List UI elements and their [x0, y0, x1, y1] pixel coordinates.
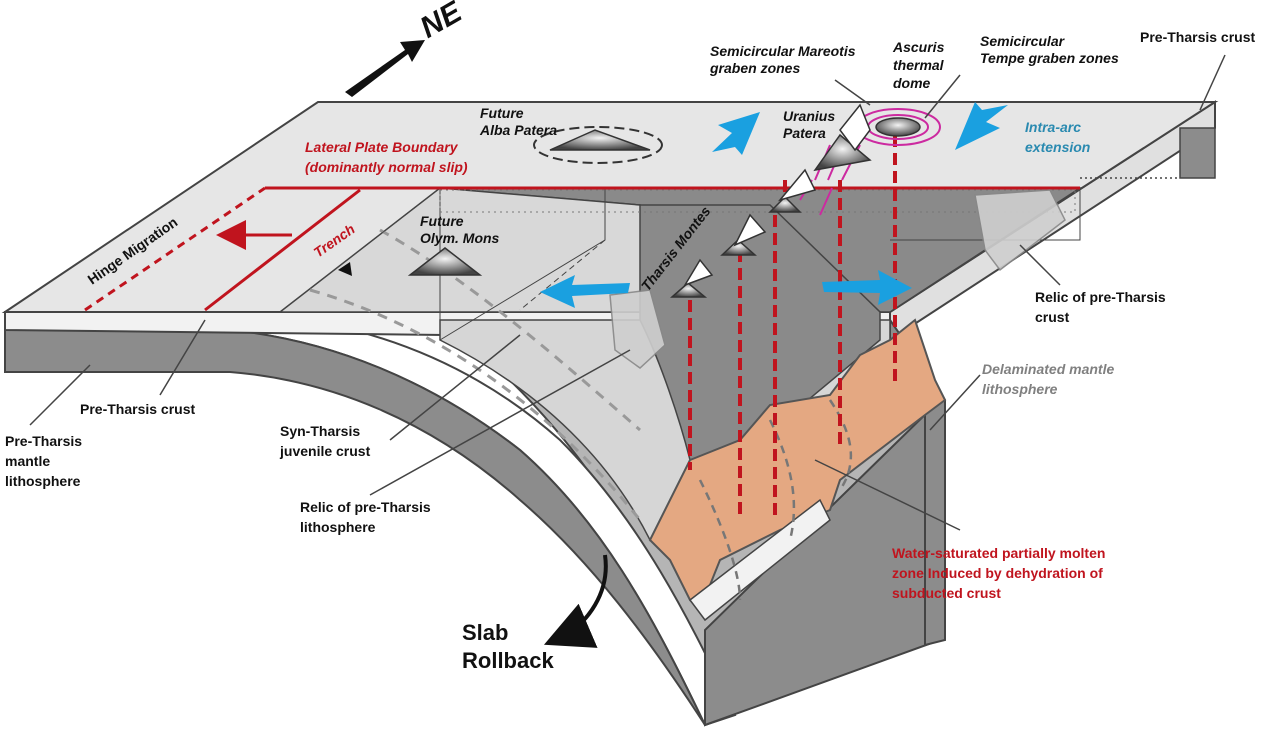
- label-uranius-2: Patera: [783, 125, 826, 141]
- label-water-2: zone Induced by dehydration of: [892, 565, 1103, 581]
- label-intra-arc-1: Intra-arc: [1025, 119, 1081, 135]
- label-ascuris-2: thermal: [893, 57, 945, 73]
- label-mareotis-2: graben zones: [709, 60, 800, 76]
- label-future-alba-1: Future: [480, 105, 524, 121]
- label-mareotis-1: Semicircular Mareotis: [710, 43, 856, 59]
- ascuris-thermal-dome: [875, 117, 921, 137]
- label-lateral-boundary-2: (dominantly normal slip): [305, 159, 468, 175]
- uranius-patera-volcano: [813, 103, 872, 172]
- label-future-olym-2: Olym. Mons: [420, 230, 500, 246]
- dashed-litho-relic-2: [379, 228, 641, 432]
- arrow-right-upper: [955, 102, 1008, 150]
- arrow-right-lower: [822, 270, 912, 305]
- label-pre-tharsis-mantle-1: Pre-Tharsis: [5, 433, 82, 449]
- label-ascuris-3: dome: [893, 75, 931, 91]
- label-ascuris-1: Ascuris: [892, 39, 945, 55]
- label-future-olym-1: Future: [420, 213, 464, 229]
- future-olympus-mons-volcano: [407, 247, 483, 276]
- label-relic-litho-2: lithosphere: [300, 519, 376, 535]
- label-pre-tharsis-mantle-2: mantle: [5, 453, 50, 469]
- slab-rollback-arrow: [543, 554, 608, 648]
- label-tempe-1: Semicircular: [980, 33, 1066, 49]
- dashed-molten-1: [698, 479, 742, 601]
- arrow-left-upper: [712, 112, 760, 155]
- north-arrow: [345, 40, 425, 97]
- trench-teeth: [338, 262, 352, 276]
- label-pre-tharsis-mantle-3: lithosphere: [5, 473, 81, 489]
- label-relic-crust-1: Relic of pre-Tharsis: [1035, 289, 1166, 305]
- arrow-left-lower: [540, 275, 630, 308]
- north-label: NE: [415, 0, 468, 45]
- label-future-alba-2: Alba Patera: [479, 122, 557, 138]
- tharsis-montes-volcanoes: [670, 168, 817, 298]
- dashed-litho-relic-1: [309, 288, 642, 521]
- label-water-1: Water-saturated partially molten: [892, 545, 1105, 561]
- label-relic-litho-1: Relic of pre-Tharsis: [300, 499, 431, 515]
- label-lateral-boundary-1: Lateral Plate Boundary: [305, 139, 459, 155]
- label-delaminated-2: lithosphere: [982, 381, 1058, 397]
- label-syn-tharsis-1: Syn-Tharsis: [280, 423, 360, 439]
- label-syn-tharsis-2: juvenile crust: [279, 443, 371, 459]
- label-intra-arc-2: extension: [1025, 139, 1090, 155]
- label-slab: Slab: [462, 620, 508, 645]
- leader-lines: [29, 54, 1226, 531]
- trench-line: [204, 188, 361, 312]
- slab-white-strip: [688, 498, 831, 622]
- cutaway-dashed-frame: [359, 187, 606, 311]
- relic-pre-tharsis-lithosphere-patch: [609, 289, 666, 369]
- extension-arrows: [540, 102, 1008, 308]
- label-pre-tharsis-crust-top: Pre-Tharsis crust: [1140, 29, 1255, 45]
- label-uranius-1: Uranius: [783, 108, 835, 124]
- right-step-face: [1179, 127, 1216, 179]
- label-rollback: Rollback: [462, 648, 554, 673]
- label-delaminated-1: Delaminated mantle: [982, 361, 1114, 377]
- label-relic-crust-2: crust: [1035, 309, 1070, 325]
- relic-pre-tharsis-crust-patch: [974, 189, 1066, 272]
- label-pre-tharsis-crust-left: Pre-Tharsis crust: [80, 401, 195, 417]
- future-alba-patera-volcano: [533, 126, 663, 164]
- label-water-3: subducted crust: [892, 585, 1001, 601]
- label-tempe-2: Tempe graben zones: [980, 50, 1119, 66]
- dashed-molten-3: [828, 399, 853, 491]
